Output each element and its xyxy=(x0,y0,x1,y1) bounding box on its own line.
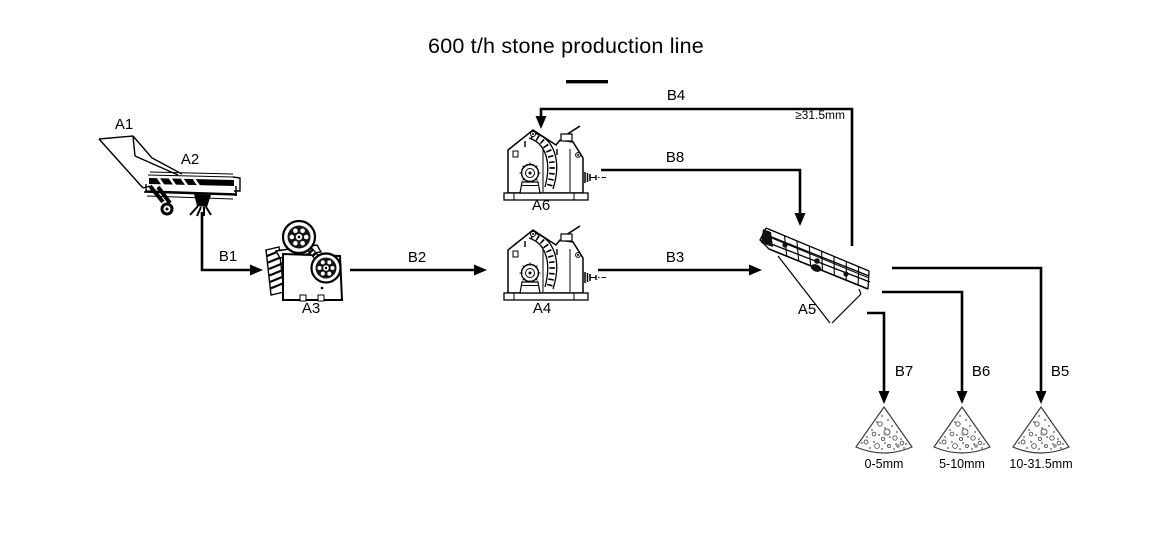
label-a4: A4 xyxy=(532,300,552,317)
label-a1: A1 xyxy=(114,116,134,133)
product-label-10-31.5mm: 10-31.5mm xyxy=(1009,457,1073,471)
label-b3: B3 xyxy=(665,249,685,266)
label-b7: B7 xyxy=(894,363,914,380)
label-a3: A3 xyxy=(301,300,321,317)
product-label-0-5mm: 0-5mm xyxy=(864,457,904,471)
label-a6: A6 xyxy=(531,197,551,214)
flow-b5-arrow xyxy=(892,266,1047,404)
flow-b7-arrow xyxy=(867,311,890,404)
label-b6: B6 xyxy=(971,363,991,380)
title-underline xyxy=(566,80,608,84)
impact-crusher-a4-graphic xyxy=(503,225,606,301)
flow-b8-arrow xyxy=(601,168,806,226)
label-b8: B8 xyxy=(665,149,685,166)
flow-b4-return-arrow xyxy=(535,107,854,246)
product-label-5-10mm: 5-10mm xyxy=(939,457,985,471)
label-a5: A5 xyxy=(797,301,817,318)
label-b5: B5 xyxy=(1050,363,1070,380)
label-a2: A2 xyxy=(180,151,200,168)
product-piles-graphic xyxy=(855,406,1070,454)
pile-10-31.5mm xyxy=(1012,406,1070,454)
hopper-feeder-graphic xyxy=(98,135,241,217)
label-b1: B1 xyxy=(218,248,238,265)
oversize-return-label: ≥31.5mm xyxy=(795,108,845,122)
flow-b6-arrow xyxy=(882,290,968,404)
jaw-crusher-graphic xyxy=(265,219,344,302)
pile-0-5mm xyxy=(855,406,913,454)
flow-b1-arrow xyxy=(200,212,263,276)
label-b4: B4 xyxy=(666,87,686,104)
pile-5-10mm xyxy=(933,406,991,454)
vibrating-screen-graphic xyxy=(759,227,871,324)
impact-crusher-a6-graphic xyxy=(503,125,606,201)
page-title: 600 t/h stone production line xyxy=(428,34,704,58)
label-b2: B2 xyxy=(407,249,427,266)
